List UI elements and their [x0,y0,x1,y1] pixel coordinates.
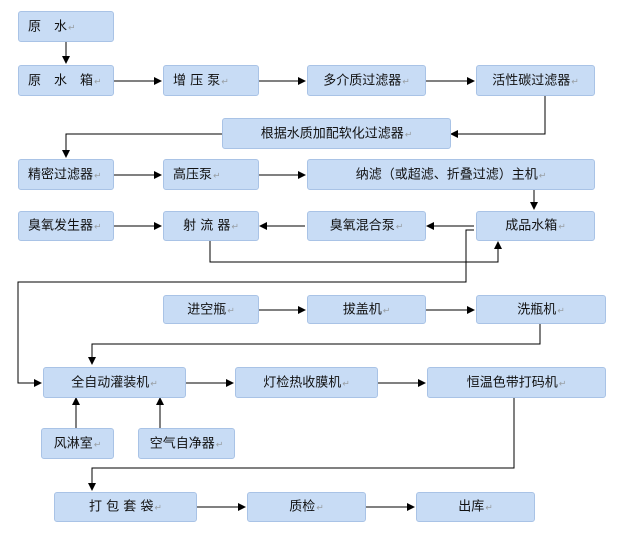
node-ejector: 射 流 器↵ [163,211,259,241]
node-raw-water: 原 水↵ [18,11,114,42]
arrow-ejector-to-product-tank [209,241,502,263]
arrow-coder-to-bagging [88,398,515,491]
node-air-shower-room: 风淋室↵ [41,428,114,459]
node-empty-bottle-in: 进空瓶↵ [163,295,259,324]
node-raw-water-tank: 原 水 箱↵ [18,65,114,96]
node-air-purifier: 空气自净器↵ [138,428,235,459]
node-softener-filter: 根据水质加配软化过滤器↵ [222,118,451,149]
node-hp-pump: 高压泵↵ [163,159,259,190]
node-shrink-wrapper: 灯检热收膜机↵ [235,367,378,398]
node-carbon-filter: 活性碳过滤器↵ [476,65,595,96]
node-product-water-tank: 成品水箱↵ [476,211,595,241]
node-bagging: 打 包 套 袋↵ [54,492,197,522]
node-auto-filler: 全自动灌装机↵ [43,367,186,398]
node-ribbon-coder: 恒温色带打码机↵ [427,367,606,398]
node-multimedia-filter: 多介质过滤器↵ [307,65,426,96]
arrow-softener-to-precision [62,133,222,158]
node-quality-inspection: 质检↵ [247,492,366,522]
node-decapper: 拔盖机↵ [307,295,426,324]
node-warehouse-out: 出库↵ [416,492,535,522]
node-ozone-mix-pump: 臭氧混合泵↵ [307,211,426,241]
arrow-carbon-to-softener [450,96,546,138]
node-bottle-washer: 洗瓶机↵ [476,295,606,324]
arrow-product-tank-to-filler [17,229,474,387]
node-ozone-generator: 臭氧发生器↵ [18,211,114,241]
node-booster-pump: 增 压 泵↵ [163,65,259,96]
node-precision-filter: 精密过滤器↵ [18,159,114,190]
arrow-washer-to-filler [88,324,541,365]
node-nanofilter-host: 纳滤（或超滤、折叠过滤）主机↵ [307,159,595,190]
